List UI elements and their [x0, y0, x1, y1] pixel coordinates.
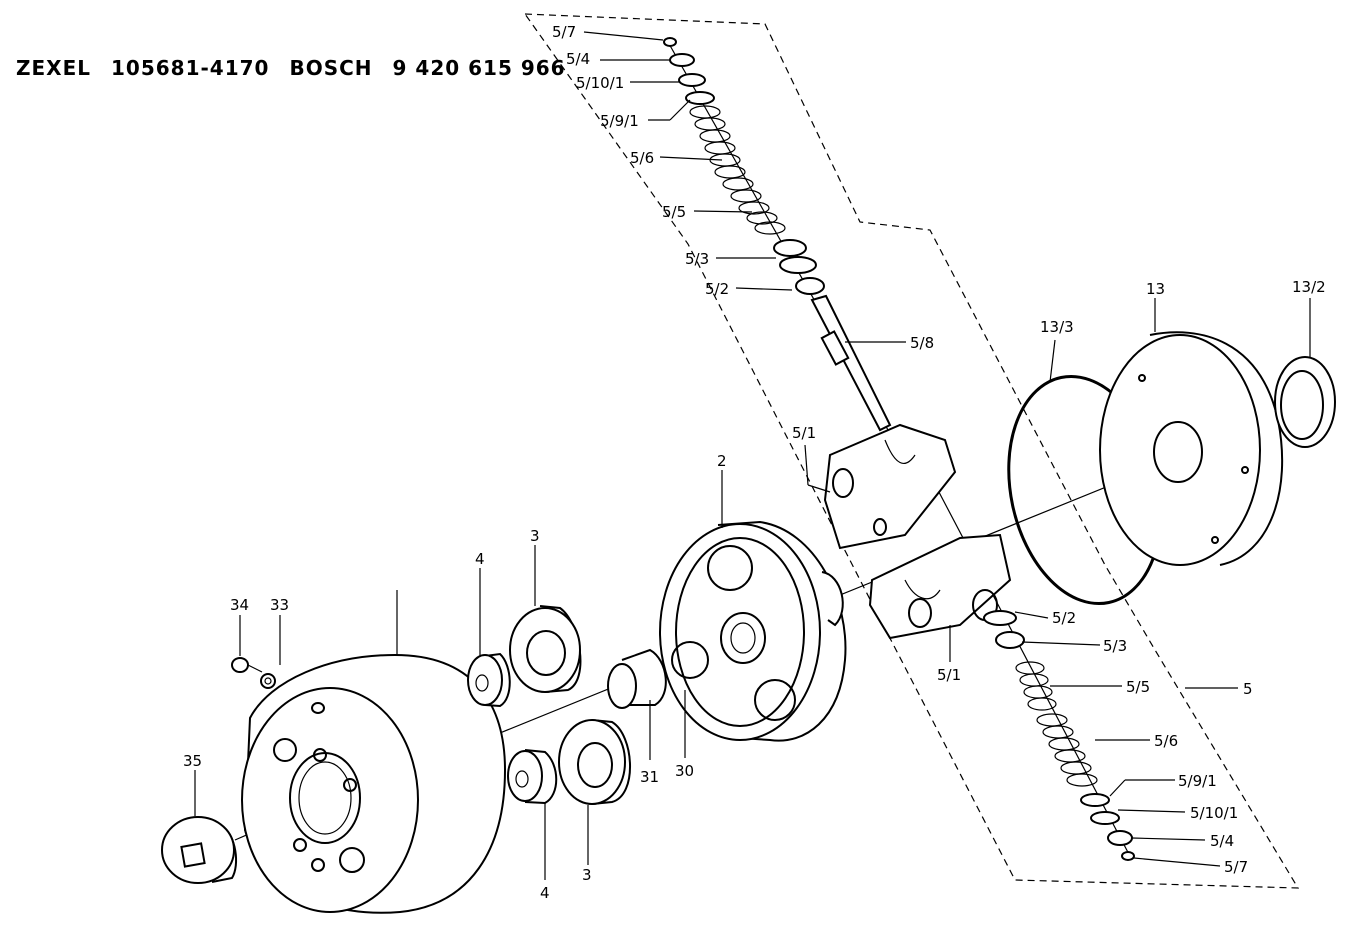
label-4-top: 4	[475, 550, 485, 568]
assembly-5-boundary	[523, 13, 1300, 889]
label-5-6-bottom: 5/6	[1154, 732, 1178, 750]
label-35: 35	[183, 752, 202, 770]
upper-valve-stack	[663, 37, 892, 432]
cover-plug	[161, 816, 238, 884]
label-5: 5	[1243, 680, 1253, 698]
label-5-4-top: 5/4	[566, 50, 590, 68]
label-5-2-top: 5/2	[705, 280, 729, 298]
piston-upper	[467, 652, 511, 708]
label-5-3-top: 5/3	[685, 250, 709, 268]
label-5-4-bottom: 5/4	[1210, 832, 1234, 850]
label-5-1-bottom: 5/1	[937, 666, 961, 684]
label-5-5-top: 5/5	[662, 203, 686, 221]
label-5-6-top: 5/6	[630, 149, 654, 167]
label-33: 33	[270, 596, 289, 614]
shaft-seal	[1274, 356, 1336, 448]
brand-zexel: ZEXEL	[16, 56, 91, 80]
label-2: 2	[717, 452, 727, 470]
cam-plate	[659, 520, 847, 742]
zexel-part-number: 105681-4170	[111, 56, 270, 80]
label-5-7-top: 5/7	[552, 23, 576, 41]
label-3-bottom: 3	[582, 866, 592, 884]
end-cover	[1099, 331, 1284, 566]
piston-lower	[507, 749, 558, 805]
label-5-10-1-bottom: 5/10/1	[1190, 804, 1238, 822]
screw-and-washer	[231, 657, 276, 689]
label-5-7-bottom: 5/7	[1224, 858, 1248, 876]
brand-bosch: BOSCH	[289, 56, 373, 80]
label-5-9-1-top: 5/9/1	[600, 112, 639, 130]
label-13-3: 13/3	[1040, 318, 1074, 336]
diagram-title: ZEXEL 105681-4170 BOSCH 9 420 615 966	[16, 56, 586, 80]
label-5-1-top: 5/1	[792, 424, 816, 442]
label-5-9-1-bottom: 5/9/1	[1178, 772, 1217, 790]
roller-upper	[509, 605, 582, 693]
label-13-2: 13/2	[1292, 278, 1326, 296]
distributor-head-upper	[823, 423, 957, 550]
roller-lower	[558, 719, 631, 805]
lower-valve-stack	[983, 610, 1135, 861]
label-30: 30	[675, 762, 694, 780]
label-5-3-bottom: 5/3	[1103, 637, 1127, 655]
label-3-top: 3	[530, 527, 540, 545]
label-13: 13	[1146, 280, 1165, 298]
hex-nut	[607, 648, 667, 709]
label-5-5-bottom: 5/5	[1126, 678, 1150, 696]
label-34: 34	[230, 596, 249, 614]
leader-lines	[194, 31, 1311, 880]
bosch-part-number: 9 420 615 966	[392, 56, 566, 80]
label-5-2-bottom: 5/2	[1052, 609, 1076, 627]
label-4-bottom: 4	[540, 884, 550, 902]
label-31: 31	[640, 768, 659, 786]
part-labels: 5/7 5/4 5/10/1 5/9/1 5/6 5/5 5/3 5/2 5/8…	[183, 23, 1326, 902]
distributor-head-lower	[868, 533, 1012, 640]
label-5-8: 5/8	[910, 334, 934, 352]
pump-housing	[241, 653, 507, 914]
label-5-10-1-top: 5/10/1	[576, 74, 624, 92]
